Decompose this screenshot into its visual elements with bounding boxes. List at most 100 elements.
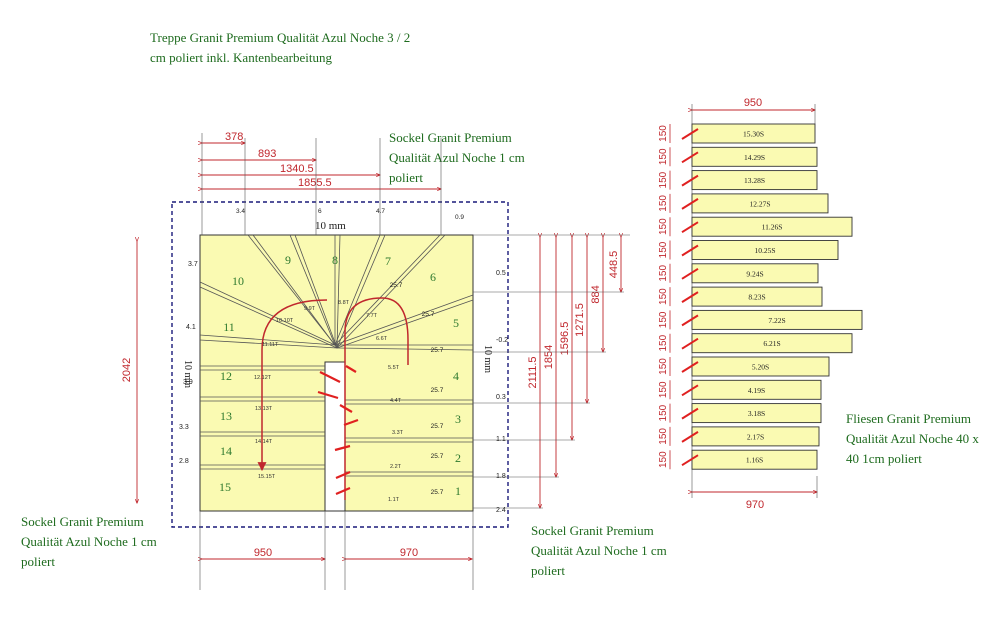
winder-line-nosing (199, 339, 338, 349)
tile-mark (681, 221, 699, 234)
tile-mark (681, 267, 699, 280)
top-dim-label: 1340.5 (280, 163, 314, 175)
tread-label: 12.12T (254, 375, 272, 381)
well-marks (317, 365, 359, 496)
tile-label: 1.16S (746, 456, 763, 465)
right-dim-label: 884 (590, 285, 602, 303)
tread-label: 14.14T (255, 439, 273, 445)
tile-height-label: 150 (658, 288, 669, 305)
step-value: 25.7 (431, 423, 444, 430)
tile-height-label: 150 (658, 148, 669, 165)
tile-mark (681, 384, 699, 397)
step-number: 6 (430, 270, 436, 284)
top-tick-label: 3.4 (236, 208, 245, 215)
right-dim-label: 1854 (543, 345, 555, 369)
outer-boundary (171, 201, 509, 528)
winder-line-nosing (336, 234, 446, 349)
step-value: 25.7 (422, 311, 435, 318)
step-number: 12 (220, 369, 232, 383)
tile-bottom-dim-label: 970 (746, 499, 764, 511)
well-mark (334, 444, 351, 452)
step-number: 1 (455, 484, 461, 498)
bottom-dim-950: 950 (254, 547, 272, 559)
right-dim-label: 2111.5 (527, 356, 539, 388)
right-dim-label: 448.5 (608, 251, 620, 279)
tile-label: 8.23S (748, 293, 765, 302)
tile-height-label: 150 (658, 451, 669, 468)
top-dim-label: 893 (258, 148, 276, 160)
tile-height-label: 150 (658, 358, 669, 375)
stair-well (324, 361, 346, 512)
winder-line-nosing (336, 299, 474, 349)
walking-line (344, 297, 409, 500)
tile-mark (681, 431, 699, 443)
winder-line-nosing (294, 234, 338, 349)
tread-label: 8.8T (338, 300, 350, 306)
sockel-left-line1: Sockel Granit Premium (21, 514, 144, 529)
sockel-bottom-line2: Qualität Azul Noche 1 cm (531, 543, 667, 558)
stair-note-line1: Treppe Granit Premium Qualität Azul Noch… (150, 30, 411, 45)
sockel-top-note: Sockel Granit Premium Qualität Azul Noch… (389, 128, 525, 188)
left-edge-label: 3.9 (183, 379, 193, 386)
winder-line (247, 234, 336, 346)
tile-mark (681, 314, 699, 327)
left-gap-label: 10 mm (182, 360, 193, 388)
edge-labels: 3.74.13.93.32.80.5-0.20.31.11.82.4 (179, 261, 508, 514)
well-mark (319, 371, 341, 383)
tile-label: 14.29S (744, 153, 765, 162)
right-dim-label: 1596.5 (559, 322, 571, 356)
well-mark (335, 486, 351, 496)
step-value: 25.7 (431, 387, 444, 394)
winder-line (334, 234, 381, 346)
tile-mark (681, 128, 699, 140)
tread-label: 4.4T (390, 398, 402, 404)
right-edge-label: 2.4 (496, 507, 506, 514)
winder-line (289, 234, 336, 346)
top-gap-label: 10 mm (315, 220, 346, 232)
top-dim-label: 378 (225, 131, 243, 143)
right-dim-label: 1271.5 (574, 303, 586, 337)
tile-label: 2.17S (747, 432, 764, 441)
tile-label: 15.30S (743, 130, 764, 139)
tread-label: 5.5T (388, 365, 400, 371)
well-mark (335, 470, 351, 480)
step-value: 25.7 (431, 453, 444, 460)
step-value: 25.7 (431, 347, 444, 354)
right-edge-label: -0.2 (496, 337, 508, 344)
tile-mark (681, 291, 699, 303)
sockel-bottom-note: Sockel Granit Premium Qualität Azul Noch… (531, 521, 667, 581)
tile-mark (681, 198, 699, 210)
tile-panel: 95097015.30S15014.29S15013.28S15012.27S1… (658, 97, 863, 511)
tile-label: 10.25S (754, 246, 775, 255)
tread-label: 9.9T (304, 306, 316, 312)
height-dimension-label: 2042 (121, 358, 133, 382)
tile-height-label: 150 (658, 241, 669, 258)
winder-line (334, 234, 441, 346)
right-edge-label: 0.5 (496, 270, 506, 277)
step-number: 3 (455, 412, 461, 426)
right-gap-label: 10 mm (482, 345, 493, 373)
winder-line (334, 294, 474, 346)
well-mark (343, 418, 359, 427)
tread-label: 2.2T (390, 464, 402, 470)
top-dim-label: 1855.5 (298, 177, 332, 189)
walking-line-arrow (257, 299, 328, 472)
fliesen-line2: Qualität Azul Noche 40 x (846, 431, 979, 446)
tread-label: 15.15T (258, 474, 276, 480)
tile-label: 5.20S (752, 363, 769, 372)
left-edge-label: 4.1 (186, 324, 196, 331)
step-number: 15 (219, 480, 231, 494)
tread-label: 1.1T (388, 497, 400, 503)
step-number: 11 (223, 320, 235, 334)
right-edge-label: 1.8 (496, 473, 506, 480)
well-mark (345, 365, 357, 373)
tile-label: 12.27S (749, 199, 770, 208)
sockel-top-line1: Sockel Granit Premium (389, 130, 512, 145)
winder-line-nosing (199, 286, 338, 349)
tile-top-dim-label: 950 (744, 97, 762, 109)
sockel-bottom-line3: poliert (531, 563, 565, 578)
step-value: 25.7 (431, 489, 444, 496)
